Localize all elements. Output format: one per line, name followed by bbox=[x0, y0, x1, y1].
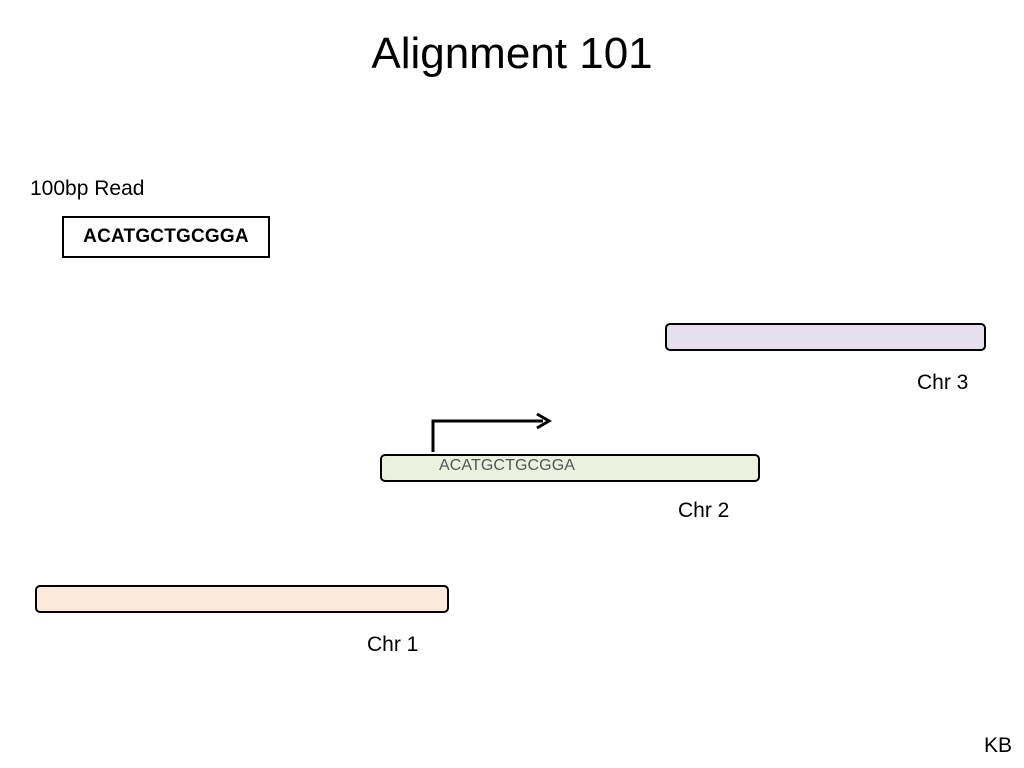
chromosome-3-bar bbox=[665, 323, 986, 351]
chromosome-2-label: Chr 2 bbox=[678, 499, 730, 522]
bent-right-arrow-icon bbox=[431, 412, 552, 452]
aligned-read-sequence: ACATGCTGCGGA bbox=[439, 457, 576, 474]
slide-title: Alignment 101 bbox=[371, 29, 653, 78]
read-sequence: ACATGCTGCGGA bbox=[83, 226, 249, 247]
read-label: 100bp Read bbox=[30, 177, 145, 200]
chromosome-2-bar bbox=[380, 454, 760, 482]
read-sequence-box: ACATGCTGCGGA bbox=[62, 216, 270, 258]
chromosome-1-bar bbox=[35, 585, 449, 613]
chromosome-1-label: Chr 1 bbox=[367, 633, 419, 656]
chromosome-3-label: Chr 3 bbox=[917, 371, 969, 394]
footer-initials: KB bbox=[983, 734, 1012, 757]
